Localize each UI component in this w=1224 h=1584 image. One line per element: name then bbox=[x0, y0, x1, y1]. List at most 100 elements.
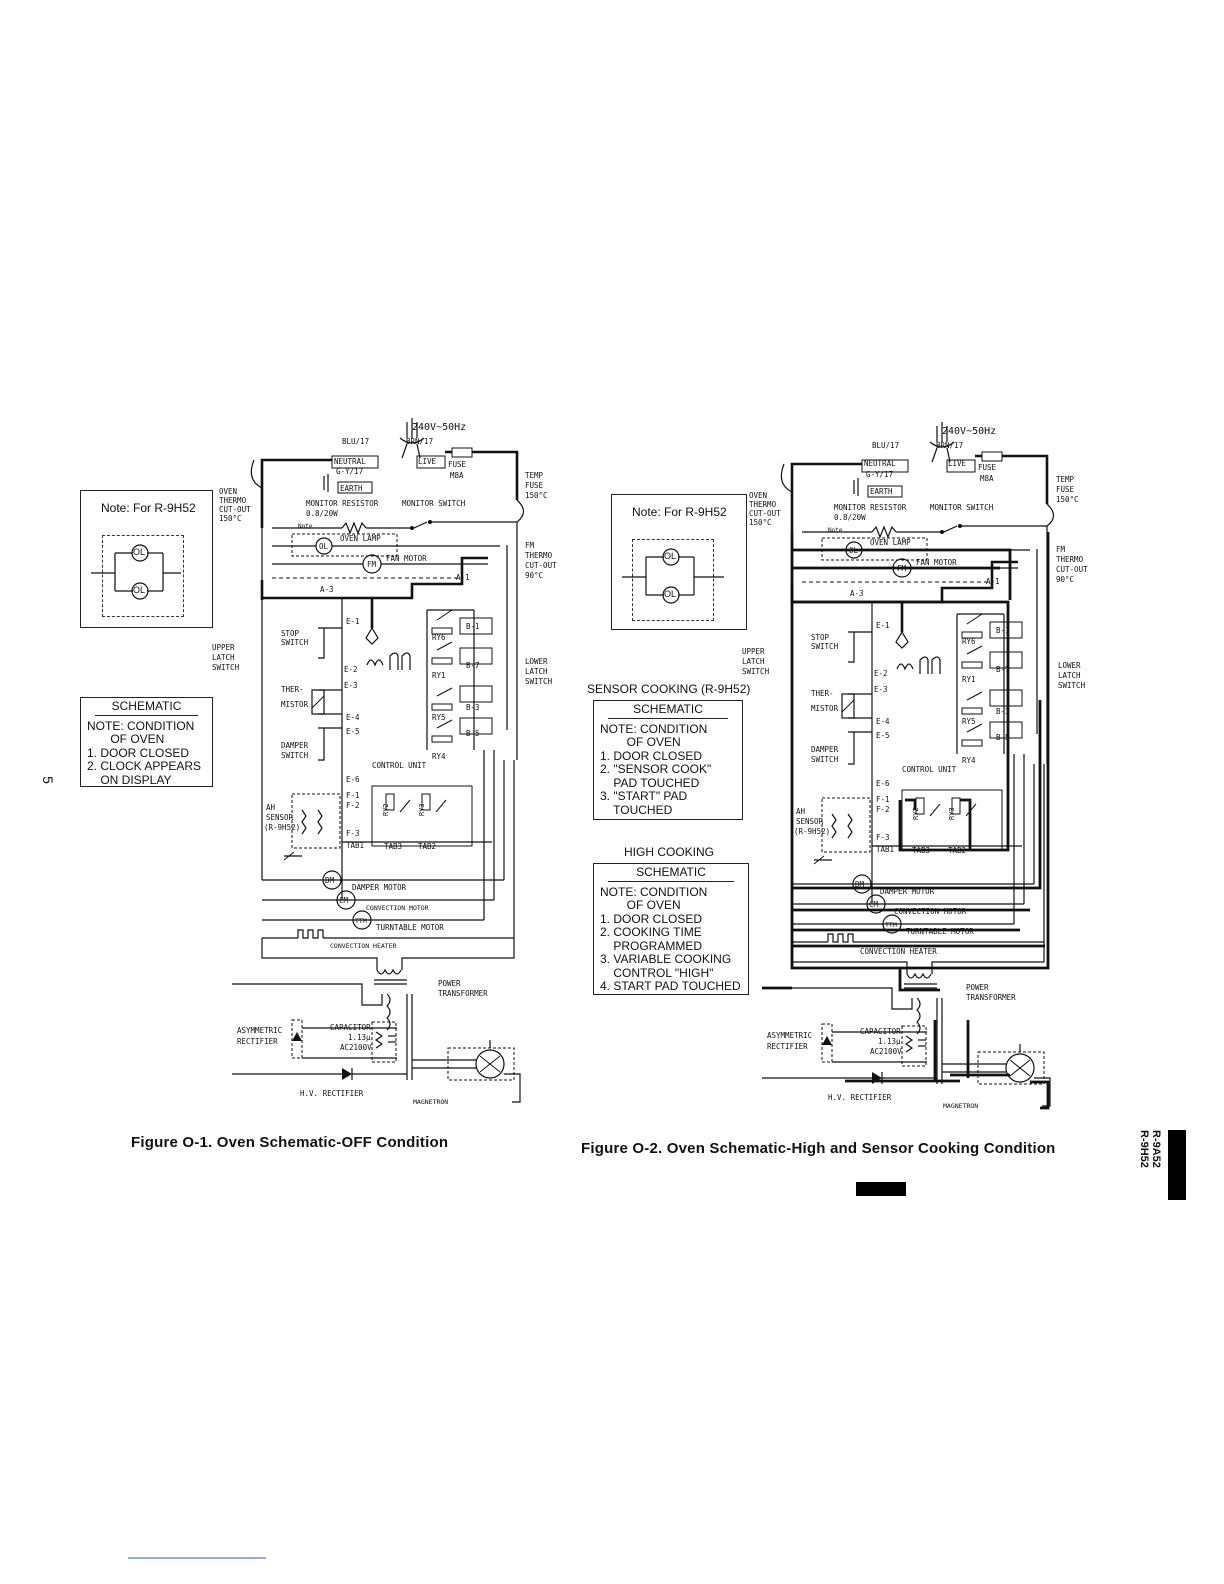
label-damper-motor: DAMPER MOTOR bbox=[352, 883, 407, 892]
label-f1-r: F-1 bbox=[876, 795, 890, 804]
sensor-schematic-line: NOTE: CONDITION bbox=[600, 721, 708, 736]
label-fm-thermo-3: CUT-OUT bbox=[525, 561, 557, 570]
label-e4: E-4 bbox=[346, 713, 360, 722]
label-a1-r: A-1 bbox=[986, 577, 1000, 586]
label-thermistor-2: MISTOR bbox=[281, 700, 309, 709]
label-e3-r: E-3 bbox=[874, 685, 888, 694]
label-fan-motor-r: FAN MOTOR bbox=[916, 558, 957, 567]
label-asym-rectifier-2: RECTIFIER bbox=[237, 1037, 278, 1046]
label-capacitor-3: AC2100V bbox=[340, 1043, 372, 1052]
label-power-transformer-2: TRANSFORMER bbox=[438, 989, 488, 998]
label-thermistor-1: THER- bbox=[281, 685, 304, 694]
label-ah-sensor-1-r: AH bbox=[796, 807, 806, 816]
sensor-schematic-line: OF OVEN bbox=[600, 735, 681, 749]
label-lower-latch-1-r: LOWER bbox=[1058, 661, 1081, 670]
label-upper-latch-3-r: SWITCH bbox=[742, 667, 770, 676]
left-schematic-line: NOTE: CONDITION bbox=[87, 718, 195, 733]
label-temp-fuse-3-r: 150°C bbox=[1056, 495, 1079, 504]
label-e4-r: E-4 bbox=[876, 717, 890, 726]
label-f3-r: F-3 bbox=[876, 833, 890, 842]
label-ry5: RY5 bbox=[432, 713, 446, 722]
label-capacitor-1: CAPACITOR bbox=[330, 1023, 371, 1032]
label-ol-r: OL bbox=[849, 546, 859, 555]
label-gy-r: G-Y/17 bbox=[866, 470, 893, 479]
high-schematic-box: SCHEMATIC NOTE: CONDITION OF OVEN 1. DOO… bbox=[593, 863, 749, 995]
label-monitor-switch-r: MONITOR SWITCH bbox=[930, 503, 994, 512]
label-e2-r: E-2 bbox=[874, 669, 888, 678]
label-e2: E-2 bbox=[344, 665, 358, 674]
label-ry4: RY4 bbox=[432, 752, 446, 761]
label-tab1: TAB1 bbox=[346, 841, 364, 850]
label-upper-latch-2: LATCH bbox=[212, 653, 235, 662]
label-damper-switch-2: SWITCH bbox=[281, 751, 309, 760]
label-brn: BRN/17 bbox=[406, 437, 433, 446]
label-b1-r: B-1 bbox=[996, 626, 1010, 635]
label-e1-r: E-1 bbox=[876, 621, 890, 630]
label-fm: FM bbox=[367, 560, 377, 569]
label-stop-switch-1-r: STOP bbox=[811, 633, 830, 642]
sensor-schematic-line: 2. "SENSOR COOK" bbox=[600, 762, 712, 776]
label-fuse: FUSE bbox=[448, 460, 467, 469]
figure-o1-caption: Figure O-1. Oven Schematic-OFF Condition bbox=[131, 1134, 449, 1151]
schematic-high bbox=[760, 420, 1055, 1108]
label-earth: EARTH bbox=[340, 484, 363, 493]
label-neutral: NEUTRAL bbox=[334, 457, 366, 466]
right-ol-lamp-bottom bbox=[662, 586, 680, 604]
high-schematic-line: 4. START PAD TOUCHED bbox=[600, 979, 741, 993]
page-marker-bar bbox=[856, 1182, 906, 1196]
label-turntable-motor: TURNTABLE MOTOR bbox=[376, 923, 444, 932]
label-note-small-r: Note bbox=[828, 527, 843, 534]
label-b5: B-5 bbox=[466, 729, 480, 738]
left-schematic-title: SCHEMATIC bbox=[95, 698, 198, 716]
label-hv-rectifier-r: H.V. RECTIFIER bbox=[828, 1093, 892, 1102]
label-fm-thermo-4-r: 90°C bbox=[1056, 575, 1074, 584]
label-tab2-r: TAB2 bbox=[948, 846, 966, 855]
label-capacitor-2: 1.13μ bbox=[348, 1033, 371, 1042]
label-cm-r: CM bbox=[869, 900, 879, 909]
high-schematic-line: PROGRAMMED bbox=[600, 938, 703, 953]
label-live-r: LIVE bbox=[948, 459, 967, 468]
sensor-cooking-heading: SENSOR COOKING (R-9H52) bbox=[587, 682, 751, 696]
label-tab2: TAB2 bbox=[418, 842, 436, 851]
label-supply-r: 240V~50Hz bbox=[942, 426, 996, 437]
label-control-unit: CONTROL UNIT bbox=[372, 761, 427, 770]
label-temp-fuse-3: 150°C bbox=[525, 491, 548, 500]
left-ol-label-top: OL bbox=[133, 547, 146, 557]
label-ry2-r: RY2 bbox=[912, 807, 920, 820]
left-schematic-line: ON DISPLAY bbox=[87, 772, 172, 787]
left-note-title: Note: For R-9H52 bbox=[101, 501, 196, 515]
high-schematic-line: 1. DOOR CLOSED bbox=[600, 911, 703, 926]
label-stop-switch-2: SWITCH bbox=[281, 638, 309, 647]
label-asym-rectifier-1-r: ASYMMETRIC bbox=[767, 1031, 812, 1040]
label-asym-rectifier-2-r: RECTIFIER bbox=[767, 1042, 808, 1051]
label-ry3: RY3 bbox=[418, 803, 426, 816]
label-thermistor-2-r: MISTOR bbox=[811, 704, 839, 713]
right-ol-diagram bbox=[622, 548, 724, 604]
label-upper-latch-1-r: UPPER bbox=[742, 647, 765, 656]
label-temp-fuse-2: FUSE bbox=[525, 481, 544, 490]
label-dm: DM bbox=[325, 876, 335, 885]
label-stop-switch-2-r: SWITCH bbox=[811, 642, 839, 651]
label-resistor-value: 0.8/20W bbox=[306, 509, 338, 518]
label-damper-motor-r: DAMPER MOTOR bbox=[880, 887, 935, 896]
label-lower-latch-3-r: SWITCH bbox=[1058, 681, 1086, 690]
high-cooking-heading: HIGH COOKING bbox=[624, 845, 715, 859]
high-schematic-line: 3. VARIABLE COOKING bbox=[600, 952, 732, 966]
label-ry6: RY6 bbox=[432, 633, 446, 642]
label-e6-r: E-6 bbox=[876, 779, 890, 788]
label-oven-lamp-r: OVEN LAMP bbox=[870, 538, 911, 547]
label-monitor-resistor-r: MONITOR RESISTOR bbox=[834, 503, 907, 512]
label-upper-latch-3: SWITCH bbox=[212, 663, 240, 672]
left-schematic-box: SCHEMATIC NOTE: CONDITION OF OVEN 1. DOO… bbox=[80, 697, 213, 787]
sensor-schematic-line: 3. "START" PAD bbox=[600, 789, 688, 803]
right-ol-label-top: OL bbox=[664, 551, 677, 561]
label-fm-thermo-1-r: FM bbox=[1056, 545, 1066, 554]
label-fm-thermo-3-r: CUT-OUT bbox=[1056, 565, 1088, 574]
label-ttm: TTM bbox=[355, 917, 367, 925]
label-earth-r: EARTH bbox=[870, 487, 893, 496]
label-ry2: RY2 bbox=[382, 803, 390, 816]
label-fm-r: FM bbox=[897, 564, 907, 573]
label-fm-thermo-2-r: THERMO bbox=[1056, 555, 1084, 564]
label-e5-r: E-5 bbox=[876, 731, 890, 740]
left-ol-frame bbox=[102, 535, 184, 617]
